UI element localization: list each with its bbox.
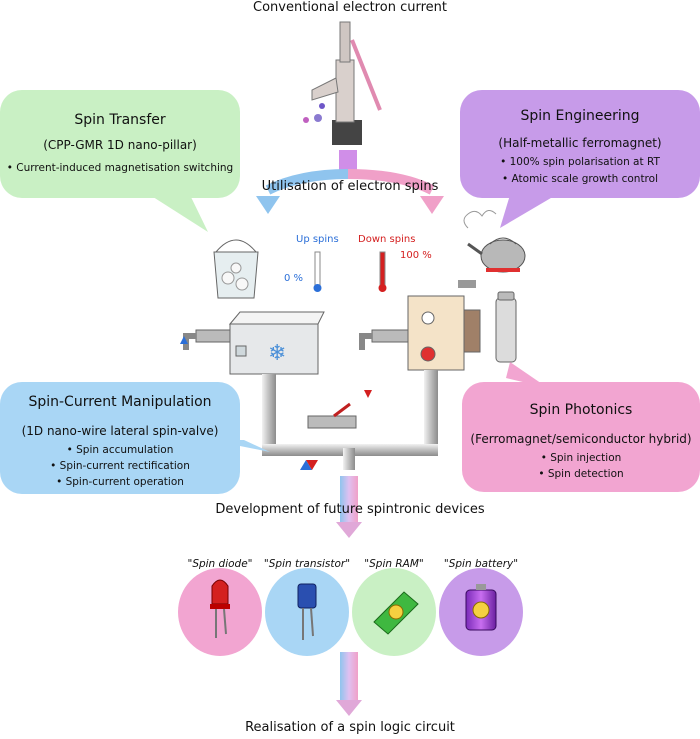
spin-current-item-3: • Spin-current operation	[56, 476, 184, 488]
device-label-ram: "Spin RAM"	[364, 558, 424, 570]
left-faucet-icon	[180, 329, 231, 350]
transistor-icon	[297, 583, 317, 640]
spin-photonics-subtitle: (Ferromagnet/semiconductor hybrid)	[470, 432, 692, 446]
up-percent-label: 0 %	[284, 273, 304, 284]
spin-engineering-subtitle: (Half-metallic ferromagnet)	[498, 136, 662, 150]
device-circle	[265, 568, 349, 656]
tail-spin-transfer	[150, 195, 208, 232]
freezer-icon: ❄	[228, 311, 325, 375]
thermos-icon	[495, 291, 517, 363]
boiler-icon	[407, 280, 481, 371]
spin-current-item-1: • Spin accumulation	[66, 444, 174, 456]
device-label-transistor: "Spin transistor"	[263, 558, 351, 570]
spin-engineering-item-2: • Atomic scale growth control	[502, 173, 658, 185]
down-percent-label: 100 %	[400, 250, 432, 261]
up-spins-label: Up spins	[296, 234, 339, 245]
svg-text:❄: ❄	[268, 341, 286, 366]
ram-chip-icon	[373, 591, 419, 635]
split-arrow	[256, 150, 444, 214]
spin-current-bubble: Spin-Current Manipulation (1D nano-wire …	[0, 382, 240, 494]
led-icon	[210, 579, 230, 638]
spin-transfer-title: Spin Transfer	[74, 112, 166, 128]
tail-spin-engineering	[500, 195, 556, 228]
down-arrow-bottom	[336, 652, 362, 716]
spin-photonics-item-2: • Spin detection	[538, 468, 624, 480]
spin-current-item-2: • Spin-current rectification	[50, 460, 190, 472]
kettle-icon	[463, 210, 526, 273]
development-label: Development of future spintronic devices	[215, 502, 485, 517]
spin-transfer-subtitle: (CPP-GMR 1D nano-pillar)	[43, 138, 197, 152]
spin-engineering-item-1: • 100% spin polarisation at RT	[500, 156, 660, 168]
device-label-diode: "Spin diode"	[187, 558, 253, 570]
down-arrow-top	[336, 476, 362, 538]
down-spins-label: Down spins	[358, 234, 416, 245]
device-label-battery: "Spin battery"	[443, 558, 519, 570]
hot-thermometer-icon	[378, 251, 387, 292]
pipe-network	[262, 370, 438, 470]
utilisation-label: Utilisation of electron spins	[261, 179, 439, 194]
right-faucet-icon	[359, 329, 409, 350]
spin-engineering-title: Spin Engineering	[520, 108, 640, 124]
spin-current-subtitle: (1D nano-wire lateral spin-valve)	[21, 424, 219, 438]
device-circle	[178, 568, 262, 656]
ice-bucket-icon	[213, 239, 259, 299]
spin-photonics-bubble: Spin Photonics (Ferromagnet/semiconducto…	[462, 382, 700, 492]
realisation-label: Realisation of a spin logic circuit	[245, 720, 455, 735]
cold-thermometer-icon	[313, 251, 322, 292]
spin-current-title: Spin-Current Manipulation	[28, 394, 212, 410]
spin-photonics-title: Spin Photonics	[529, 402, 633, 418]
battery-icon	[465, 584, 497, 631]
mixed-spin-arrows	[300, 390, 372, 470]
water-pump-icon	[303, 21, 382, 145]
conventional-current-label: Conventional electron current	[253, 0, 447, 15]
spin-engineering-bubble: Spin Engineering (Half-metallic ferromag…	[460, 90, 700, 198]
spin-transfer-item: • Current-induced magnetisation switchin…	[6, 162, 234, 174]
tail-spin-photonics	[506, 362, 548, 388]
spin-transfer-bubble: Spin Transfer (CPP-GMR 1D nano-pillar) •…	[0, 90, 240, 198]
spin-photonics-item-1: • Spin injection	[540, 452, 622, 464]
